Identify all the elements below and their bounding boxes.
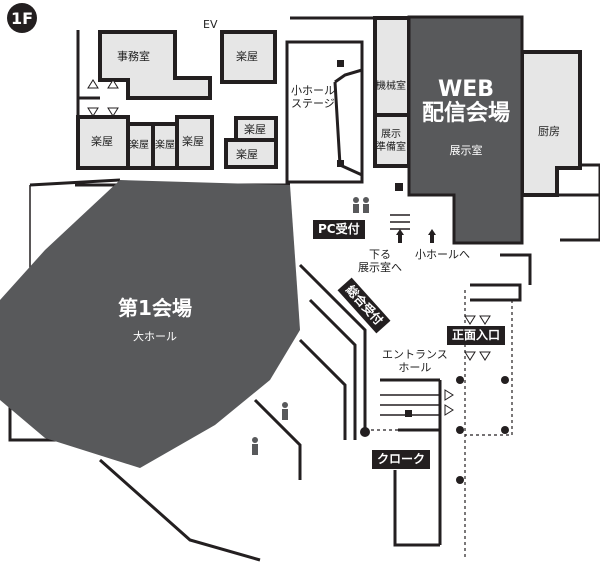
web-venue-subtitle: 展示室 bbox=[449, 144, 483, 157]
floor-badge-label: 1F bbox=[10, 9, 34, 28]
exhibit-prep-label: 展示準備室 bbox=[376, 129, 406, 153]
floor-badge bbox=[7, 3, 37, 33]
ev-label: EV bbox=[203, 18, 218, 31]
dressing-room-7 bbox=[175, 115, 214, 170]
to-small-hall-label: 小ホールへ bbox=[415, 248, 470, 261]
dressing-room-label: 楽屋 bbox=[244, 123, 266, 136]
small-hall-stage-label: 小ホールステージ bbox=[291, 84, 335, 110]
up-arrow-icon bbox=[396, 229, 436, 243]
dressing-room-label: 楽屋 bbox=[129, 140, 149, 151]
web-venue-area bbox=[407, 15, 524, 245]
restroom-icon bbox=[252, 197, 369, 455]
dressing-room-4 bbox=[76, 115, 130, 170]
kitchen-label: 厨房 bbox=[538, 125, 560, 138]
dressing-room-label: 楽屋 bbox=[155, 140, 175, 151]
dressing-room-3 bbox=[224, 138, 278, 169]
office-label: 事務室 bbox=[117, 50, 150, 63]
cloak-label: クローク bbox=[372, 450, 431, 469]
dressing-room-label: 楽屋 bbox=[236, 148, 258, 161]
door-triangle-icon bbox=[87, 79, 491, 416]
machine-room bbox=[373, 16, 411, 117]
main-venue-subtitle: 大ホール bbox=[133, 330, 177, 343]
dressing-room-label: 楽屋 bbox=[182, 135, 204, 148]
main-venue-area bbox=[0, 180, 300, 468]
office-room bbox=[98, 30, 212, 100]
main-venue-title: 第1会場 bbox=[118, 296, 192, 320]
small-hall-stage bbox=[285, 40, 364, 184]
dressing-room-label: 楽屋 bbox=[91, 135, 113, 148]
dressing-room-label: 楽屋 bbox=[236, 50, 258, 63]
dressing-room-1 bbox=[220, 30, 277, 84]
main-entrance-label: 正面入口 bbox=[447, 326, 506, 345]
machine-room-label: 機械室 bbox=[376, 81, 406, 92]
down-to-exhibit-label: 下る展示室へ bbox=[358, 248, 402, 274]
entrance-hall-label: エントランスホール bbox=[382, 348, 448, 374]
dressing-room-6 bbox=[151, 122, 179, 170]
kitchen bbox=[520, 50, 582, 197]
pc-reception-label: PC受付 bbox=[313, 220, 365, 239]
